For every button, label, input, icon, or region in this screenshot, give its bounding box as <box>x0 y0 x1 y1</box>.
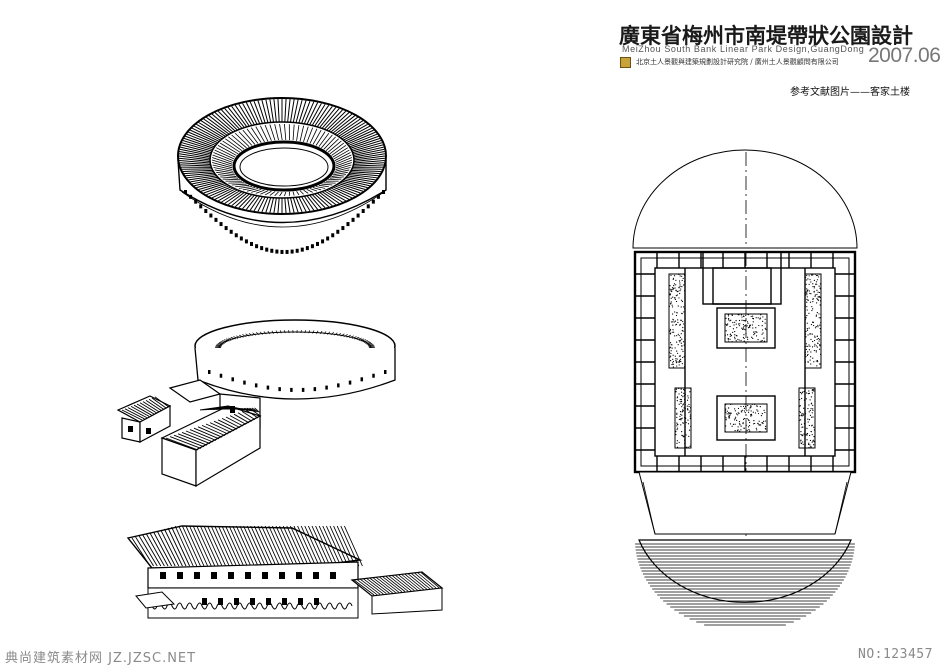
page-title: 廣東省梅州市南堤帶狀公園設計 <box>619 24 913 48</box>
organization-row: 北京土人景觀與建築規劃設計研究院 / 廣州土人景觀顧問有限公司 <box>620 56 839 68</box>
reference-caption: 参考文献图片——客家土楼 <box>790 87 910 98</box>
tulou-floor-plan <box>632 149 858 626</box>
organization-names: 北京土人景觀與建築規劃設計研究院 / 廣州土人景觀顧問有限公司 <box>636 58 839 66</box>
watermark-text: 典尚建筑素材网 JZ.JZSC.NET <box>5 651 197 666</box>
page-subtitle: MeiZhou South Bank Linear Park Design,Gu… <box>622 44 865 54</box>
round-tulou-roof-view <box>177 97 387 254</box>
image-number: NO:123457 <box>858 647 933 662</box>
round-tulou-with-houses <box>116 319 396 488</box>
project-year: 2007.06 <box>868 44 941 67</box>
square-tulou-elevation <box>126 525 444 619</box>
company-logo-icon <box>620 56 631 68</box>
